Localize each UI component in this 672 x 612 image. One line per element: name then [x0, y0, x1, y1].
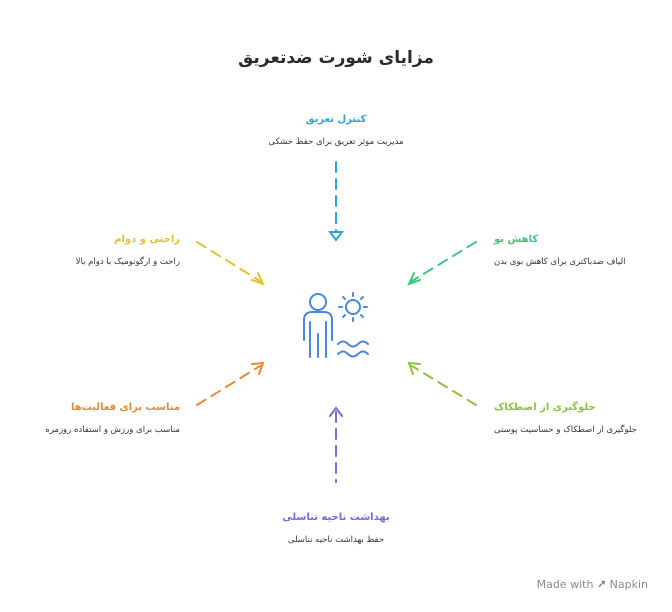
arrow-mid-left [196, 361, 265, 406]
node-genital-hygiene: بهداشت ناحیه تناسلی حفظ بهداشت ناحیه تنا… [220, 512, 452, 545]
node-title: بهداشت ناحیه تناسلی [282, 512, 390, 523]
node-title: کاهش بو [494, 234, 539, 245]
branding-name: Napkin [609, 578, 648, 591]
napkin-logo-icon: ↗ [596, 578, 607, 591]
arrow-top-left [196, 241, 265, 286]
arrow-top-right [407, 241, 477, 286]
node-description: حفظ بهداشت ناحیه تناسلی [287, 535, 385, 545]
node-chafing-prevention: جلوگیری از اصطکاک جلوگیری از اصطکاک و حس… [494, 402, 654, 435]
node-description: جلوگیری از اصطکاک و حساسیت پوستی [494, 425, 637, 435]
node-comfort-durability: راحتی و دوام راحت و ارگونومیک با دوام با… [40, 234, 180, 267]
arrow-top [328, 161, 344, 242]
node-title: راحتی و دوام [114, 234, 180, 245]
node-sweat-control: کنترل تعریق مدیریت موثر تعریق برای حفظ خ… [220, 114, 452, 147]
node-suitable-activities: مناسب برای فعالیت‌ها مناسب برای ورزش و ا… [40, 402, 180, 435]
node-title: مناسب برای فعالیت‌ها [70, 402, 180, 413]
node-description: الیاف ضدباکتری برای کاهش بوی بدن [494, 257, 626, 267]
arrow-bottom [329, 406, 343, 483]
node-title: کنترل تعریق [305, 114, 367, 125]
node-title: جلوگیری از اصطکاک [494, 402, 596, 413]
person-sun-water-icon [303, 292, 369, 358]
node-description: راحت و ارگونومیک با دوام بالا [75, 257, 180, 267]
node-description: مدیریت موثر تعریق برای حفظ خشکی [268, 137, 404, 147]
arrow-mid-right [407, 361, 477, 406]
branding-prefix: Made with [536, 578, 594, 591]
diagram-title: مزایای شورت ضدتعریق [238, 48, 434, 68]
node-description: مناسب برای ورزش و استفاده روزمره [45, 425, 180, 435]
napkin-branding[interactable]: Made with ↗ Napkin [537, 578, 648, 591]
node-odor-reduction: کاهش بو الیاف ضدباکتری برای کاهش بوی بدن [494, 234, 654, 267]
